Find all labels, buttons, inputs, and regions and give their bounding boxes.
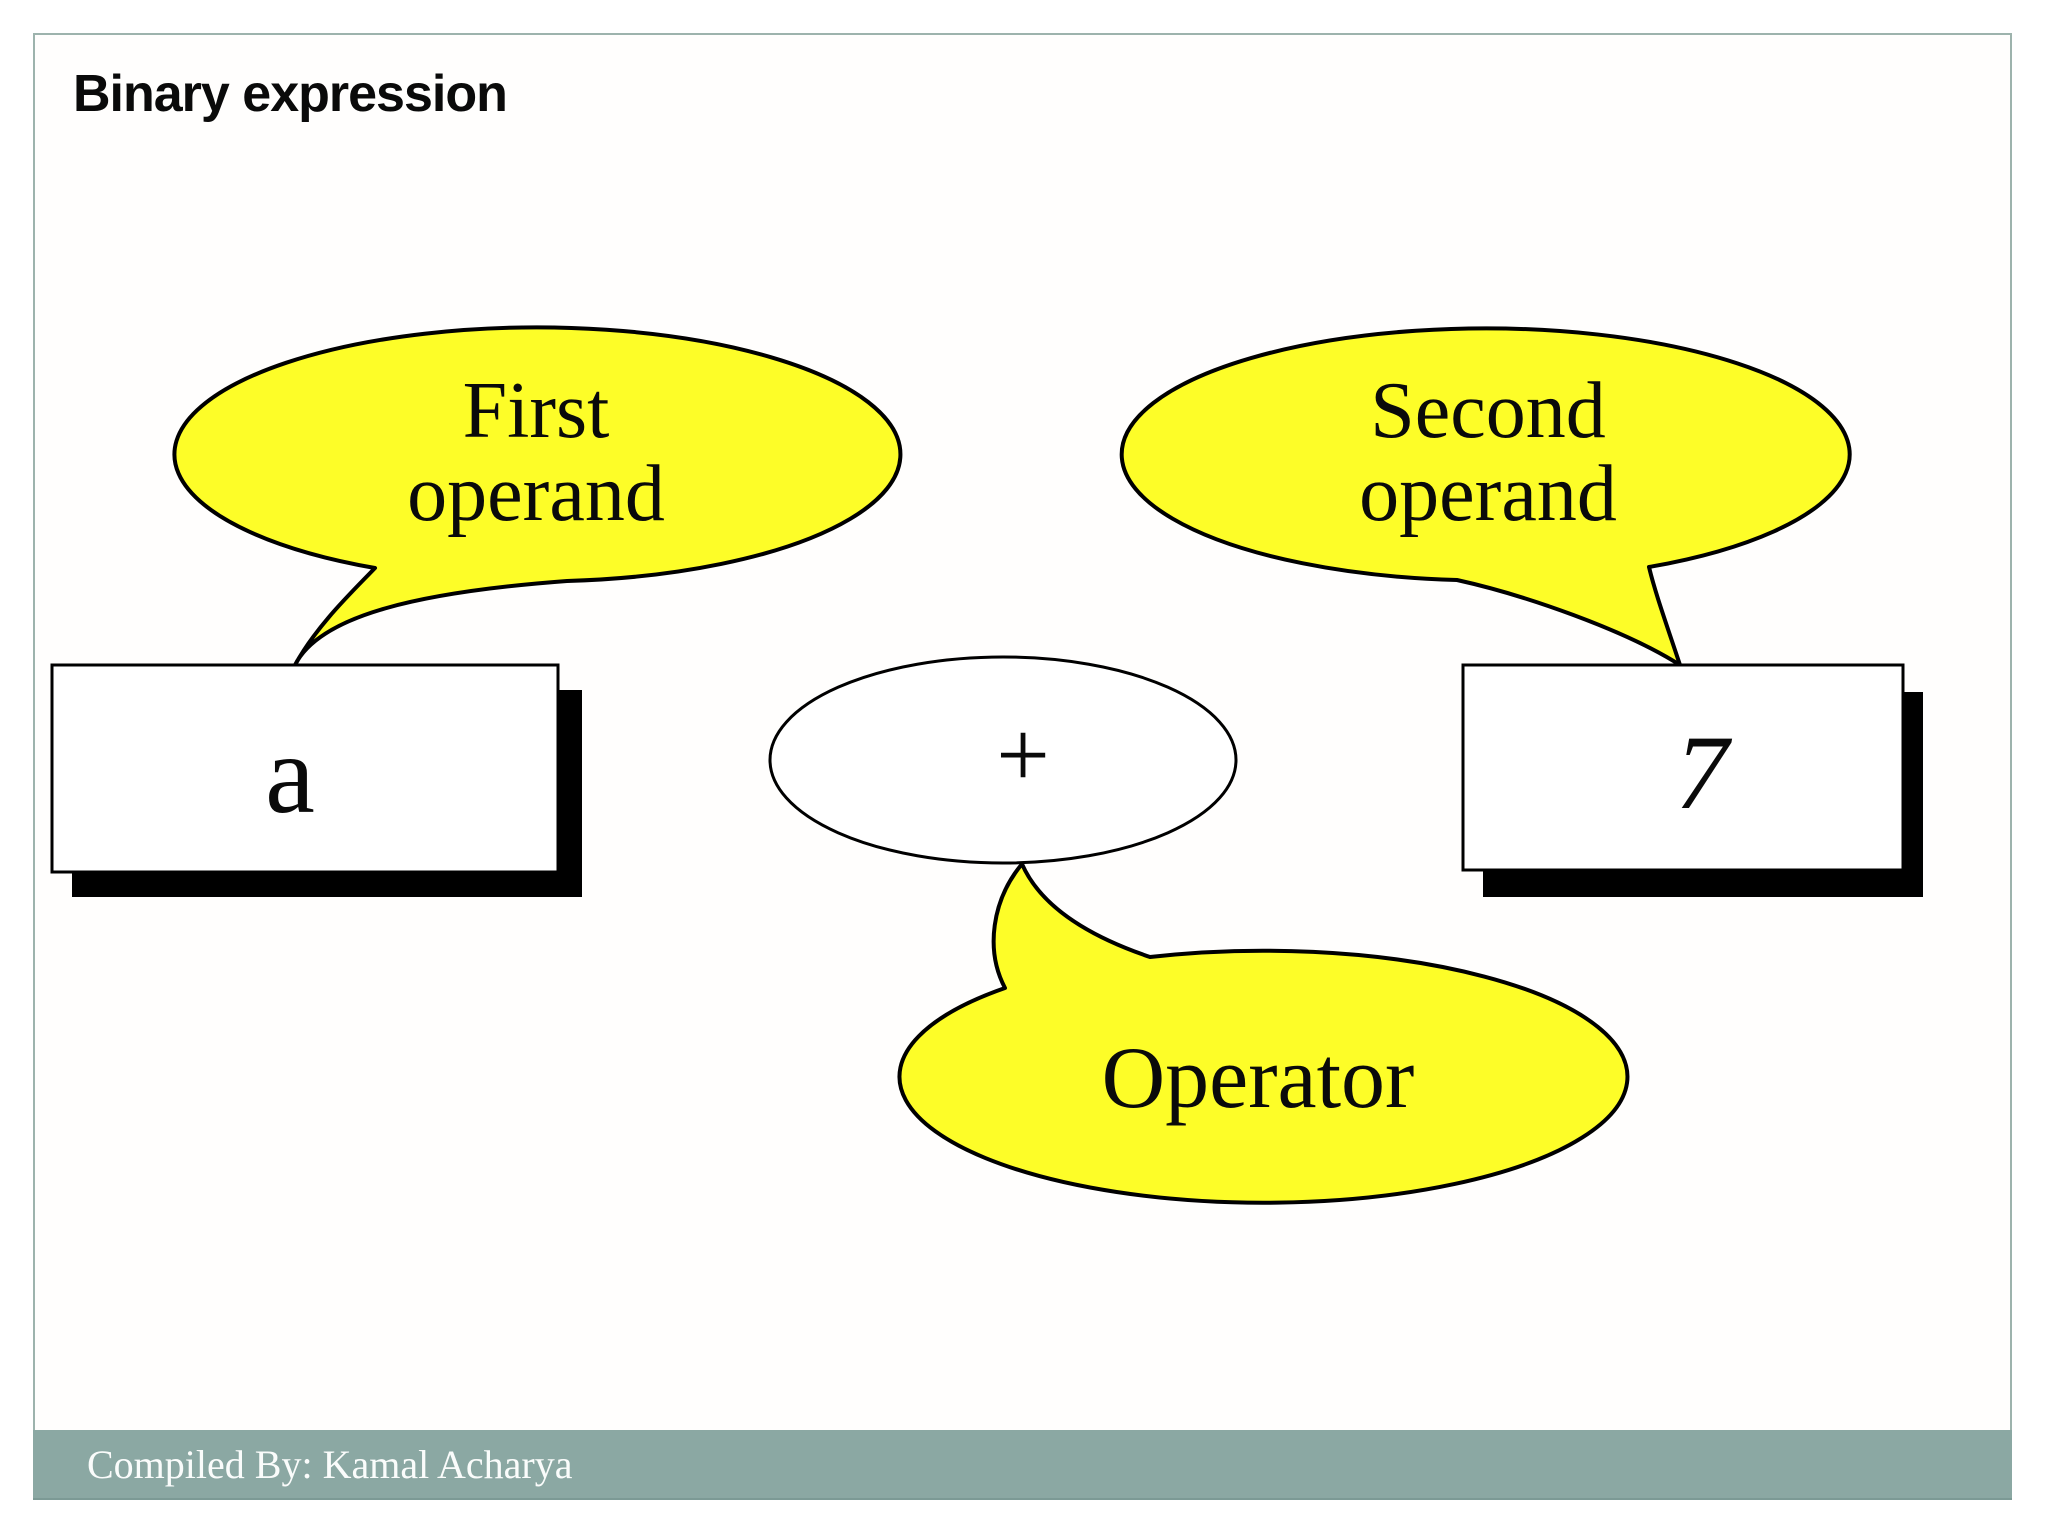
footer-text: Compiled By: Kamal Acharya xyxy=(87,1441,573,1487)
second-operand-value: 7 xyxy=(1676,714,1733,831)
slide-title: Binary expression xyxy=(73,65,508,123)
footer-bar: Compiled By: Kamal Acharya xyxy=(33,1430,2012,1500)
first-operand-callout-label-line2: operand xyxy=(407,450,665,538)
second-operand-box xyxy=(1461,663,1905,872)
first-operand-callout xyxy=(172,325,903,667)
first-operand-callout-label-line1: First xyxy=(463,367,610,455)
operator-ellipse xyxy=(768,655,1238,865)
second-operand-callout-label-line1: Second xyxy=(1370,367,1606,455)
first-operand-value: a xyxy=(265,713,315,837)
first-operand-box xyxy=(50,663,560,874)
second-operand-callout-label-line2: operand xyxy=(1359,450,1617,538)
operator-symbol: + xyxy=(996,702,1050,808)
operator-callout-label: Operator xyxy=(1102,1030,1415,1127)
second-operand-callout xyxy=(1119,326,1852,667)
operator-callout xyxy=(897,862,1630,1205)
